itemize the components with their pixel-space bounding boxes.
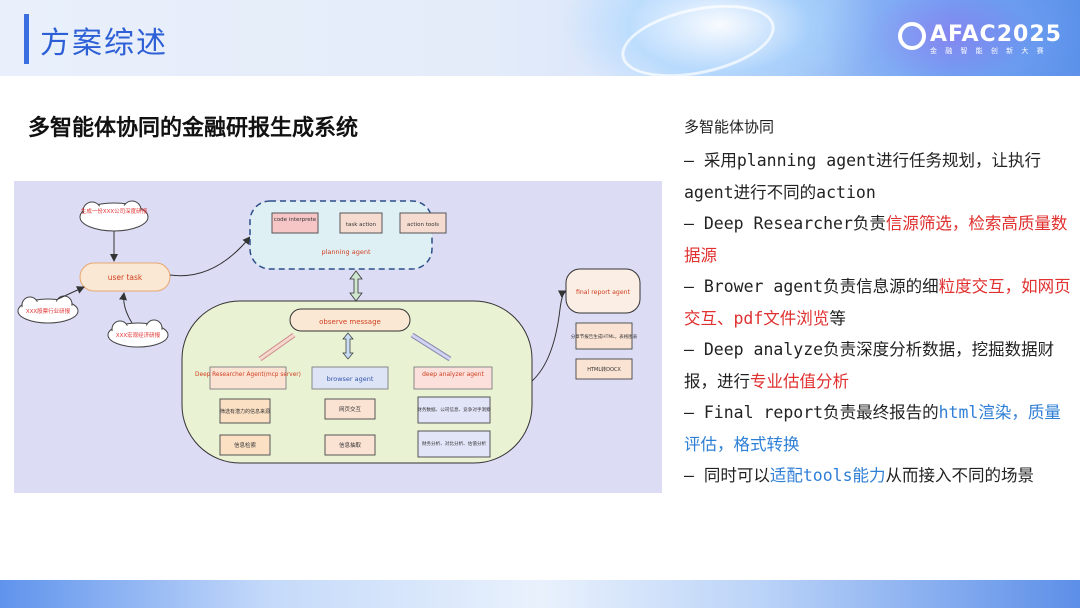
cloud-left: XXX股票行业研报 <box>17 295 79 324</box>
cloud-bottom-text: XXX宏观经济研报 <box>116 331 161 339</box>
code-interprete-label: code interprete <box>274 217 317 223</box>
ba-task-web-label: 网页交互 <box>339 405 362 413</box>
bullet-deep-analyze-text: – Deep analyze负责深度分析数据，挖掘数据财报，进行 <box>684 340 1055 391</box>
diagram-canvas: 生成一份XXX公司深度研报 XXX股票行业研报 XXX宏观经济研报 user t… <box>17 200 641 464</box>
bullet-tools-tail: 从而接入不同的场景 <box>885 466 1035 485</box>
bullet-tools-highlight: 适配tools能力 <box>769 466 886 485</box>
bullet-deep-researcher-highlight: 信源筛选，检索高质量数据源 <box>684 214 1068 265</box>
bullet-browser-agent: – Brower agent负责信息源的细粒度交互，如网页交互、pdf文件浏览等 <box>684 271 1076 334</box>
bullet-browser-agent-highlight: 粒度交互，如网页交互、pdf文件浏览 <box>684 277 1071 328</box>
deep-analyzer-node <box>413 366 493 390</box>
footer-banner <box>0 580 1080 608</box>
da-task-analysis-label: 财务分析、对比分析、估值分析 <box>422 440 487 447</box>
planning-observe-arrow <box>349 270 363 302</box>
deep-researcher-label: Deep Researcher Agent(mcp server) <box>195 372 301 378</box>
observe-message-label: observe message <box>319 318 381 326</box>
logo-subtext: 金 融 智 能 创 新 大 赛 <box>930 47 1047 55</box>
fr-task-html-label: 分章节报告生成HTML，表格图表 <box>571 333 638 340</box>
browser-agent-label: browser agent <box>327 375 374 383</box>
bullet-tools: – 同时可以适配tools能力从而接入不同的场景 <box>684 460 1076 492</box>
observe-to-researcher-arrow <box>258 332 296 362</box>
bullet-browser-agent-tail: 等 <box>829 308 846 328</box>
afac-logo-icon <box>898 22 926 50</box>
bullet-tools-text: – 同时可以 <box>684 466 770 485</box>
description-panel: 多智能体协同 – 采用planning agent进行任务规划，让执行agent… <box>684 116 1076 492</box>
ba-task-extract-label: 信息抽取 <box>339 441 362 449</box>
cloud-bottom-arrow <box>119 292 133 324</box>
to-final-report-arrow <box>531 290 567 382</box>
task-action-label: task action <box>346 222 377 228</box>
bullet-planning: – 采用planning agent进行任务规划，让执行agent进行不同的ac… <box>684 145 1076 208</box>
cloud-top-text: 生成一份XXX公司深度研报 <box>81 207 148 215</box>
dr-task-retrieval <box>219 434 271 456</box>
user-task-node <box>79 262 171 292</box>
cloud-left-text: XXX股票行业研报 <box>26 307 71 315</box>
code-interprete-box <box>271 212 319 234</box>
afac-logo: AFAC2025 金 融 智 能 创 新 大 赛 <box>898 22 1061 56</box>
bullet-final-report-highlight: html渲染，质量评估，格式转换 <box>684 403 1061 454</box>
bullet-browser-agent-text: – Brower agent负责信息源的细 <box>684 277 939 296</box>
planning-agent-label: planning agent <box>321 248 370 256</box>
fr-task-docx <box>575 358 633 380</box>
cloud-bottom: XXX宏观经济研报 <box>107 319 169 348</box>
dr-task-filter-label: 筛选有潜力的信息来源 <box>220 408 270 415</box>
deep-researcher-node <box>209 366 287 390</box>
fr-task-docx-label: HTML转DOCX <box>587 366 621 373</box>
deep-analyzer-label: deep analyzer agent <box>422 371 484 378</box>
architecture-diagram: 生成一份XXX公司深度研报 XXX股票行业研报 XXX宏观经济研报 user t… <box>14 181 662 493</box>
planning-agent-node <box>249 200 433 270</box>
fr-task-html <box>575 322 633 350</box>
user-task-label: user task <box>108 273 143 282</box>
action-tools-box <box>399 212 447 234</box>
observe-to-browser-arrow <box>342 332 354 360</box>
bullet-planning-text: – 采用planning agent进行任务规划，让执行agent进行不同的ac… <box>684 151 1041 202</box>
bullet-final-report: – Final report负责最终报告的html渲染，质量评估，格式转换 <box>684 397 1076 460</box>
ba-task-extract <box>324 434 376 456</box>
bullet-deep-analyze-highlight: 专业估值分析 <box>750 371 849 391</box>
ba-task-web <box>324 398 376 420</box>
action-tools-label: action tools <box>407 222 439 228</box>
logo-text: AFAC2025 <box>930 22 1062 47</box>
task-action-box <box>339 212 383 234</box>
page-title: 方案综述 <box>40 26 168 61</box>
da-task-data-label: 财务数据、公司信息、竞争对手洞察 <box>417 406 491 413</box>
header-banner: 方案综述 AFAC2025 金 融 智 能 创 新 大 赛 <box>0 0 1080 76</box>
cloud-top: 生成一份XXX公司深度研报 <box>79 200 149 232</box>
final-report-agent-node <box>565 268 641 314</box>
bullet-final-report-text: – Final report负责最终报告的 <box>684 403 939 422</box>
description-heading: 多智能体协同 <box>684 118 775 136</box>
browser-agent-node <box>311 366 389 390</box>
dr-task-filter <box>219 398 271 424</box>
bullet-deep-researcher: – Deep Researcher负责信源筛选，检索高质量数据源 <box>684 208 1076 271</box>
observe-message-node <box>289 308 411 332</box>
bullet-deep-researcher-text: – Deep Researcher负责 <box>684 214 886 233</box>
cloud-left-arrow <box>57 286 85 300</box>
da-task-data <box>417 396 491 424</box>
observe-to-analyzer-arrow <box>410 332 452 362</box>
title-accent-bar <box>24 14 29 64</box>
dr-task-retrieval-label: 信息检索 <box>234 441 257 449</box>
section-title: 多智能体协同的金融研报生成系统 <box>28 116 359 141</box>
final-report-agent-label: final report agent <box>576 289 631 296</box>
user-to-planning-arrow <box>169 236 251 277</box>
bullet-deep-analyze: – Deep analyze负责深度分析数据，挖掘数据财报，进行专业估值分析 <box>684 334 1076 397</box>
da-task-analysis <box>417 430 491 458</box>
header-decoration-2 <box>820 0 1080 76</box>
